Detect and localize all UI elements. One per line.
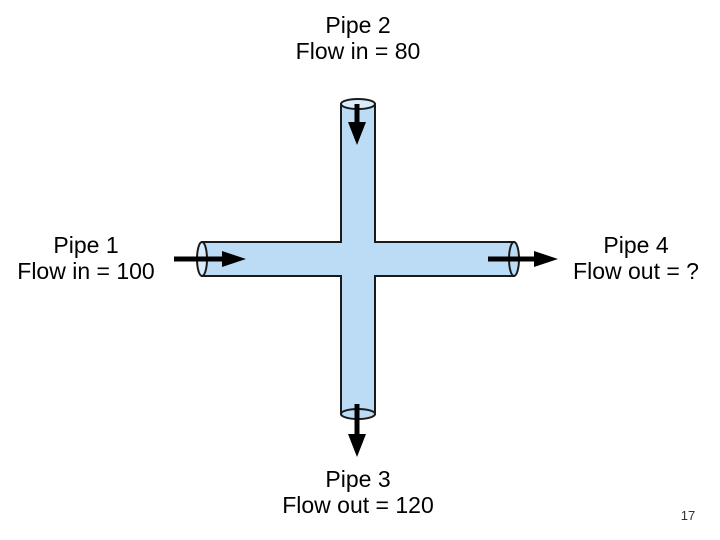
slide-number: 17 (680, 508, 696, 523)
pipe4-flow: Flow out = ? (573, 258, 699, 284)
pipe2-name: Pipe 2 (325, 12, 391, 38)
pipe2-label: Pipe 2 Flow in = 80 (258, 12, 458, 64)
pipe3-outflow-arrow (348, 404, 366, 457)
pipe3-flow: Flow out = 120 (282, 492, 434, 518)
pipe4-label: Pipe 4 Flow out = ? (560, 232, 712, 284)
pipe2-flow: Flow in = 80 (295, 38, 421, 64)
pipe4-outflow-arrow (488, 251, 558, 267)
pipe4-name: Pipe 4 (603, 232, 669, 258)
pipe1-name: Pipe 1 (53, 232, 119, 258)
pipe2-inflow-arrow (348, 104, 366, 145)
pipe3-label: Pipe 3 Flow out = 120 (246, 466, 470, 518)
pipe1-flow: Flow in = 100 (17, 258, 155, 284)
pipe3-name: Pipe 3 (325, 466, 391, 492)
pipe-junction-body (201, 103, 515, 415)
pipe1-inflow-arrow (174, 251, 246, 267)
pipe1-label: Pipe 1 Flow in = 100 (0, 232, 172, 284)
